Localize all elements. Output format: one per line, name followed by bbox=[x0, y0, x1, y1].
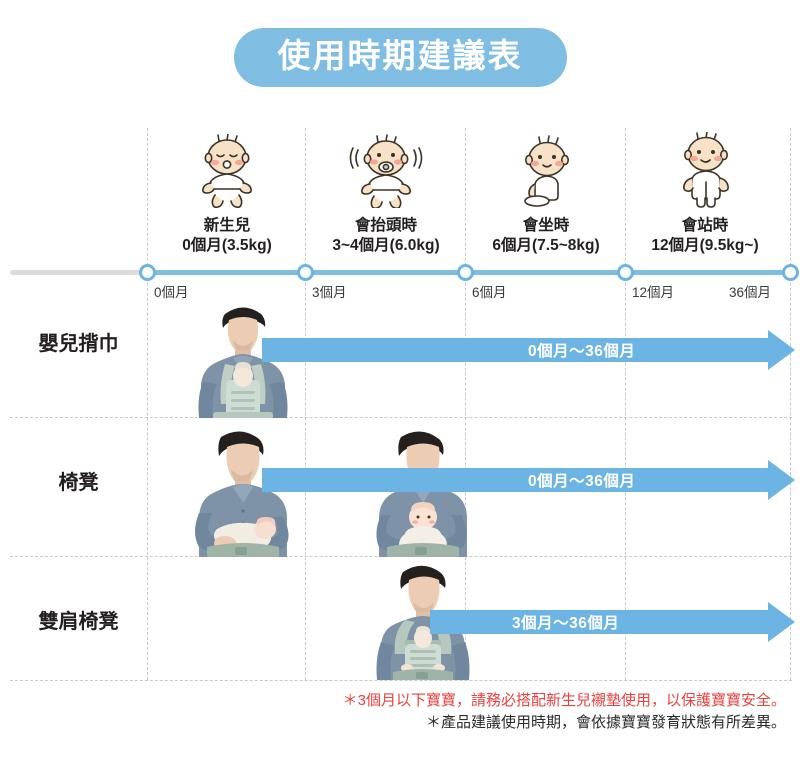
stage-column: 會站時 12個月(9.5kg~) bbox=[626, 130, 784, 257]
row-label-hipseat: 椅凳 bbox=[58, 472, 99, 494]
stage-column: 會抬頭時 3~4個月(6.0kg) bbox=[307, 130, 465, 257]
stage-detail: 6個月(7.5~8kg) bbox=[492, 237, 600, 255]
usage-arrow-hipseat: 0個月～36個月 bbox=[262, 460, 795, 500]
timeline-tick-3 bbox=[296, 264, 314, 281]
timeline-tick-36 bbox=[781, 264, 799, 281]
usage-arrow-baby-sling: 0個月～36個月 bbox=[262, 330, 795, 370]
row-label-dual-shoulder-hipseat: 雙肩椅凳 bbox=[38, 611, 119, 633]
man-hipseat-cradling-newborn-photo bbox=[173, 425, 309, 557]
timeline-tick-label: 12個月 bbox=[632, 285, 675, 300]
stage-name: 會坐時 bbox=[522, 217, 570, 234]
footnotes: ＊3個月以下寶寶，請務必搭配新生兒襯墊使用，以保護寶寶安全。 ＊產品建議使用時期… bbox=[0, 690, 786, 734]
timeline-tick-label: 36個月 bbox=[729, 285, 772, 300]
timeline-tick-12 bbox=[616, 264, 634, 281]
stage-caption: 新生兒 0個月(3.5kg) bbox=[148, 216, 306, 257]
baby-sitting-icon bbox=[467, 130, 625, 208]
row-divider bbox=[10, 680, 792, 681]
stage-caption: 會坐時 6個月(7.5~8kg) bbox=[467, 216, 625, 257]
baby-head-up-icon bbox=[307, 130, 465, 208]
stage-column: 會坐時 6個月(7.5~8kg) bbox=[467, 130, 625, 257]
column-divider bbox=[305, 128, 306, 680]
usage-range-label: 3個月～36個月 bbox=[512, 615, 620, 632]
timeline-tick-label: 3個月 bbox=[312, 285, 347, 300]
stage-detail: 0個月(3.5kg) bbox=[182, 237, 272, 255]
baby-standing-icon bbox=[626, 130, 784, 208]
column-divider bbox=[625, 128, 626, 680]
usage-arrow-dual-shoulder-hipseat: 3個月～36個月 bbox=[430, 602, 795, 642]
stage-name: 會站時 bbox=[681, 217, 729, 234]
row-divider bbox=[10, 417, 792, 418]
stage-caption: 會站時 12個月(9.5kg~) bbox=[626, 216, 784, 257]
page-title: 使用時期建議表 bbox=[233, 28, 567, 87]
stage-detail: 3~4個月(6.0kg) bbox=[332, 237, 440, 255]
timeline-tick-6 bbox=[456, 264, 474, 281]
footnote-info: ＊產品建議使用時期，會依據寶寶發育狀態有所差異。 bbox=[425, 713, 786, 731]
man-hipseat-sitting-baby-photo bbox=[353, 425, 489, 557]
timeline-tick-label: 0個月 bbox=[154, 285, 189, 300]
timeline-tick-0 bbox=[138, 264, 156, 281]
stage-detail: 12個月(9.5kg~) bbox=[651, 237, 759, 255]
column-divider bbox=[465, 128, 466, 680]
stage-column: 新生兒 0個月(3.5kg) bbox=[148, 130, 306, 257]
footnote-warning: ＊3個月以下寶寶，請務必搭配新生兒襯墊使用，以保護寶寶安全。 bbox=[342, 692, 786, 709]
usage-range-label: 0個月～36個月 bbox=[528, 343, 636, 360]
column-divider bbox=[147, 128, 148, 680]
stage-name: 會抬頭時 bbox=[354, 217, 417, 234]
stage-caption: 會抬頭時 3~4個月(6.0kg) bbox=[307, 216, 465, 257]
man-front-carrier-newborn-photo bbox=[173, 300, 313, 418]
column-divider bbox=[790, 128, 791, 680]
stage-name: 新生兒 bbox=[203, 217, 251, 234]
row-label-baby-sling: 嬰兒揹巾 bbox=[38, 333, 119, 355]
title-banner: 使用時期建議表 bbox=[0, 28, 800, 87]
baby-newborn-icon bbox=[148, 130, 306, 208]
usage-range-label: 0個月～36個月 bbox=[528, 473, 636, 490]
timeline-axis-inactive bbox=[10, 270, 150, 275]
timeline-tick-label: 6個月 bbox=[472, 285, 507, 300]
